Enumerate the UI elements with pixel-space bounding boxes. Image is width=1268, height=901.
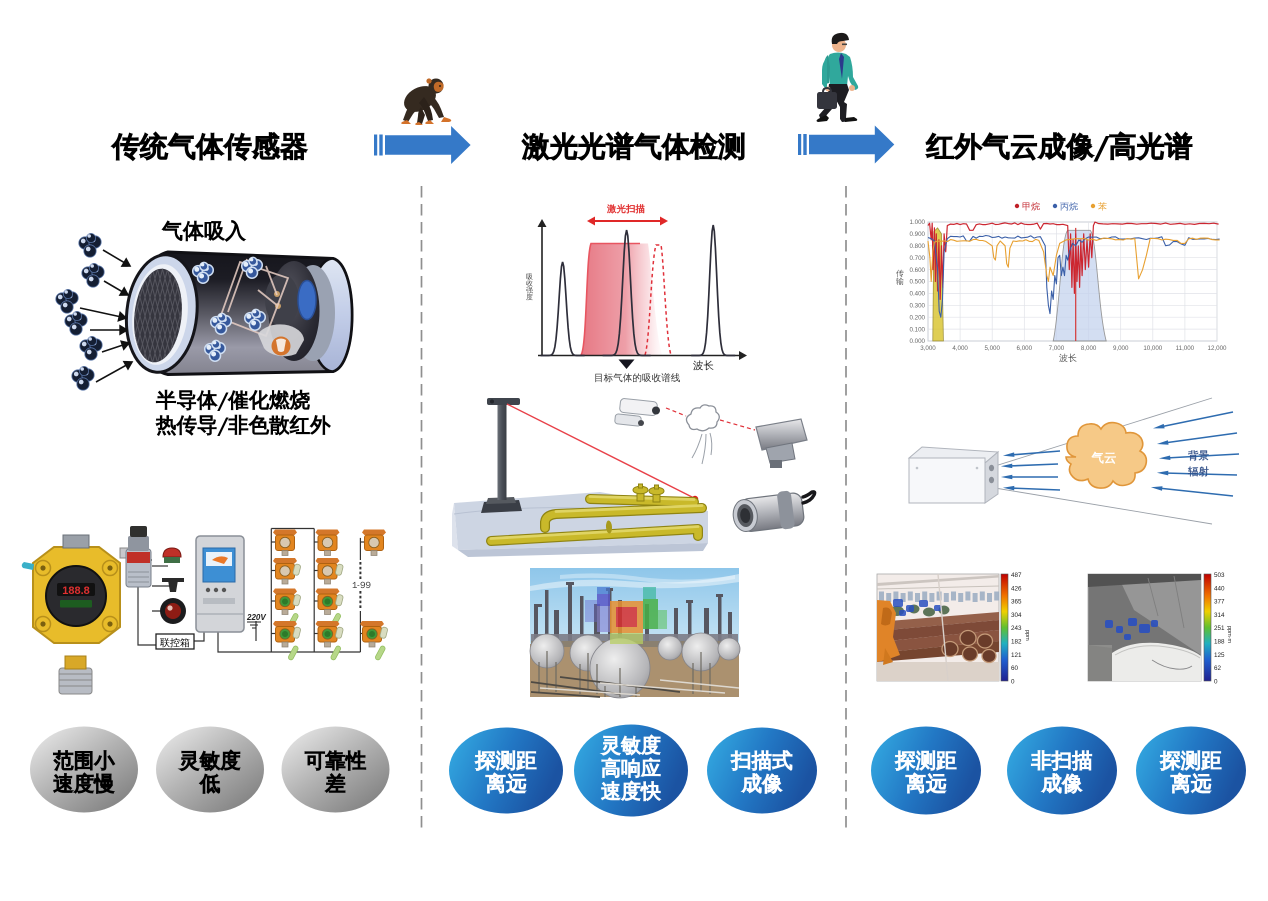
svg-text:12,000: 12,000 (1208, 345, 1227, 352)
svg-text:0.900: 0.900 (910, 231, 926, 238)
svg-text:0.700: 0.700 (910, 255, 926, 262)
svg-text:0.000: 0.000 (910, 338, 926, 345)
svg-text:0.400: 0.400 (910, 291, 926, 298)
svg-text:11,000: 11,000 (1176, 345, 1195, 352)
svg-text:487: 487 (1011, 572, 1022, 579)
svg-text:3,000: 3,000 (920, 345, 936, 352)
svg-text:9,000: 9,000 (1113, 345, 1129, 352)
svg-text:0.200: 0.200 (910, 314, 926, 321)
svg-text:ppm: ppm (1024, 630, 1030, 641)
svg-text:121: 121 (1011, 652, 1022, 659)
svg-text:0.500: 0.500 (910, 279, 926, 286)
svg-text:440: 440 (1214, 585, 1225, 592)
svg-text:5,000: 5,000 (984, 345, 1000, 352)
svg-text:377: 377 (1214, 599, 1225, 606)
svg-text:0: 0 (1011, 678, 1015, 685)
svg-text:8,000: 8,000 (1081, 345, 1097, 352)
svg-text:188.8: 188.8 (62, 585, 90, 597)
svg-text:304: 304 (1011, 612, 1022, 619)
svg-text:220V: 220V (246, 613, 266, 622)
svg-text:6,000: 6,000 (1017, 345, 1033, 352)
svg-text:314: 314 (1214, 612, 1225, 619)
svg-text:0.300: 0.300 (910, 303, 926, 310)
svg-text:60: 60 (1011, 665, 1019, 672)
svg-text:0: 0 (1214, 678, 1218, 685)
svg-text:1.000: 1.000 (910, 219, 926, 226)
svg-text:62: 62 (1214, 665, 1222, 672)
svg-text:503: 503 (1214, 572, 1225, 579)
svg-text:182: 182 (1011, 639, 1022, 646)
svg-text:243: 243 (1011, 625, 1022, 632)
svg-text:251: 251 (1214, 625, 1225, 632)
svg-text:188: 188 (1214, 639, 1225, 646)
svg-text:ppm·m: ppm·m (1226, 626, 1232, 644)
svg-text:4,000: 4,000 (952, 345, 968, 352)
svg-text:365: 365 (1011, 599, 1022, 606)
svg-text:10,000: 10,000 (1143, 345, 1162, 352)
svg-text:0.100: 0.100 (910, 326, 926, 333)
svg-text:426: 426 (1011, 585, 1022, 592)
svg-text:0.600: 0.600 (910, 267, 926, 274)
svg-text:125: 125 (1214, 652, 1225, 659)
svg-text:0.800: 0.800 (910, 243, 926, 250)
svg-text:7,000: 7,000 (1049, 345, 1065, 352)
